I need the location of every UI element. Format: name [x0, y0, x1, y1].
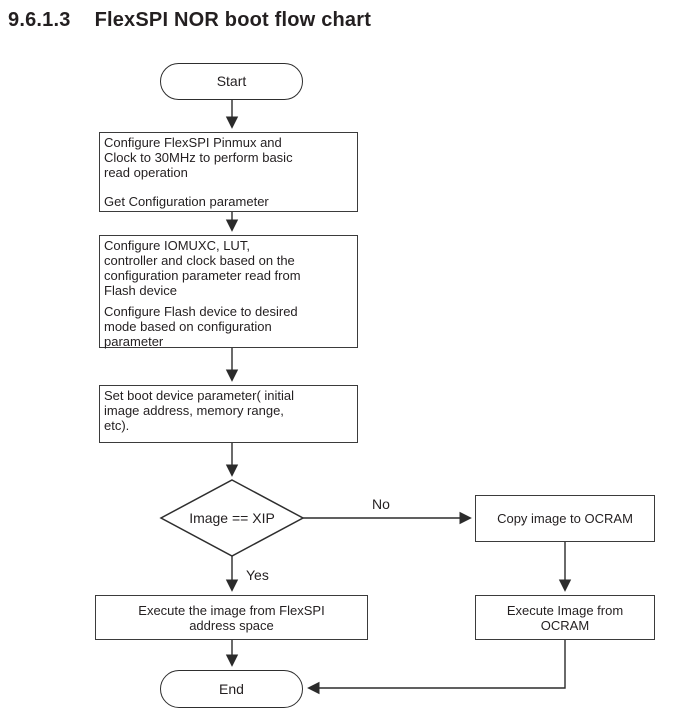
- start-label: Start: [216, 73, 247, 89]
- process-set-boot-device: Set boot device parameter( initial image…: [99, 385, 358, 443]
- decision-diamond-shape: [159, 479, 305, 557]
- edge-label-yes: Yes: [246, 567, 269, 583]
- process-execute-ocram: Execute Image from OCRAM: [475, 595, 655, 640]
- process-configure-pinmux: Configure FlexSPI Pinmux and Clock to 30…: [99, 132, 358, 212]
- process-text: Copy image to OCRAM: [497, 511, 633, 526]
- edge-execocram-to-end: [307, 640, 566, 695]
- section-title: FlexSPI NOR boot flow chart: [94, 9, 372, 31]
- start-terminator: Start: [160, 63, 303, 100]
- edge-label-no: No: [372, 496, 390, 512]
- end-label: End: [219, 680, 244, 697]
- process-execute-flexspi: Execute the image from FlexSPI address s…: [95, 595, 368, 640]
- section-number: 9.6.1.3: [8, 9, 71, 31]
- decision-label: Image == XIP: [189, 510, 275, 526]
- process-text: Configure FlexSPI Pinmux and Clock to 30…: [104, 135, 293, 180]
- section-heading: 9.6.1.3 FlexSPI NOR boot flow chart: [8, 9, 371, 32]
- process-text: Execute the image from FlexSPI address s…: [138, 602, 325, 633]
- process-configure-iomuxc: Configure IOMUXC, LUT, controller and cl…: [99, 235, 358, 349]
- process-text: Configure IOMUXC, LUT, controller and cl…: [104, 238, 301, 298]
- end-terminator: End: [160, 670, 303, 708]
- process-copy-image-ocram: Copy image to OCRAM: [475, 495, 655, 542]
- process-text: Get Configuration parameter: [104, 194, 269, 209]
- process-text: Set boot device parameter( initial image…: [104, 388, 295, 433]
- process-text: Execute Image from OCRAM: [506, 602, 624, 633]
- process-text: Configure Flash device to desired mode b…: [104, 304, 298, 349]
